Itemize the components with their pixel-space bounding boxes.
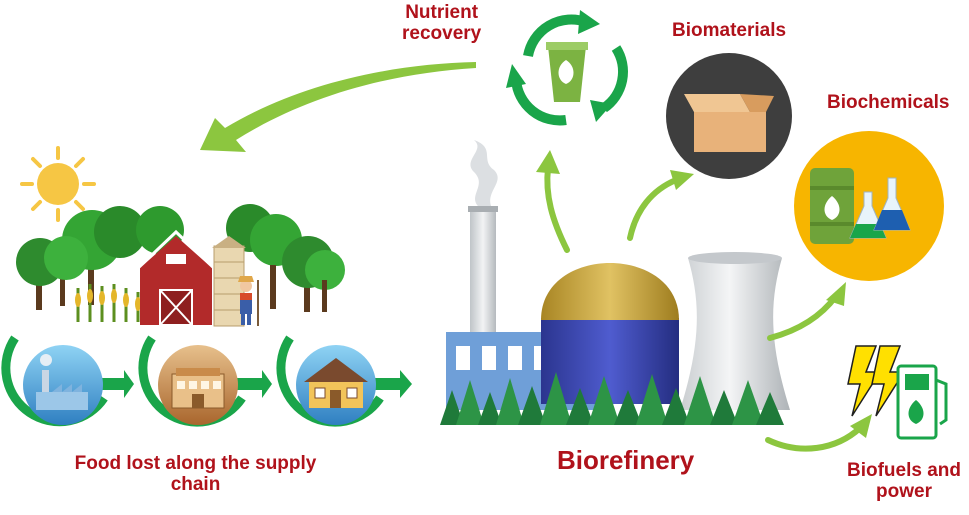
biochemicals-icon [794, 131, 944, 281]
house-icon [304, 358, 368, 408]
dome-tank-icon [541, 263, 679, 404]
supply-chain-stage-store [138, 335, 272, 427]
nutrient-recovery-label-line1: Nutrient [405, 2, 479, 23]
output-arrowheads [536, 150, 872, 438]
sun-icon [20, 146, 96, 222]
biochemicals-label: Biochemicals [827, 92, 950, 113]
bucket-icon [546, 42, 588, 102]
cooling-tower-icon [680, 252, 790, 410]
supply-chain-stage-house [276, 335, 412, 427]
barn-icon [134, 229, 218, 326]
silo-icon [212, 236, 246, 327]
farmer-icon [238, 276, 259, 326]
arrow-to-nutrient [544, 165, 570, 253]
biofuels-power-icon [847, 345, 948, 440]
food-lost-label-line2: chain [170, 474, 221, 496]
box-icon [684, 94, 774, 152]
factory-icon [36, 354, 88, 410]
corn-icon [75, 284, 141, 322]
biofuels-power-label: Biofuels and power [847, 460, 961, 503]
pine-tree-icon [440, 372, 784, 425]
recycle-arrows-icon [511, 14, 628, 126]
arrow-to-biomaterials [627, 177, 679, 241]
arrow-to-biofuels [765, 425, 863, 452]
biorefinery-label: Biorefinery [557, 445, 695, 475]
farm-scene [16, 204, 345, 327]
lightning-icon [847, 345, 906, 417]
barrel-icon [810, 168, 854, 244]
store-icon [171, 368, 225, 409]
nutrient-recovery-icon [506, 10, 628, 126]
biomaterials-label: Biomaterials [672, 20, 787, 41]
tree-icon [16, 204, 345, 312]
flask-icon [849, 177, 911, 239]
nutrient-recovery-label: Nutrient recovery [402, 2, 481, 45]
smokestack-icon [468, 140, 498, 336]
fuel-pump-icon [896, 364, 948, 440]
return-arrow [200, 62, 476, 152]
biofuels-power-label-line1: Biofuels and [847, 460, 962, 481]
nutrient-recovery-label-line2: recovery [402, 23, 482, 45]
biofuels-power-label-line2: power [876, 481, 932, 503]
biomaterials-icon [666, 53, 792, 179]
arrow-to-biochemicals [767, 293, 839, 341]
food-lost-label-line1: Food lost along the supply [74, 453, 317, 474]
supply-chain-stage-factory [1, 335, 134, 427]
food-lost-label: Food lost along the supply chain [58, 453, 333, 496]
biorefinery-plant [440, 140, 790, 425]
